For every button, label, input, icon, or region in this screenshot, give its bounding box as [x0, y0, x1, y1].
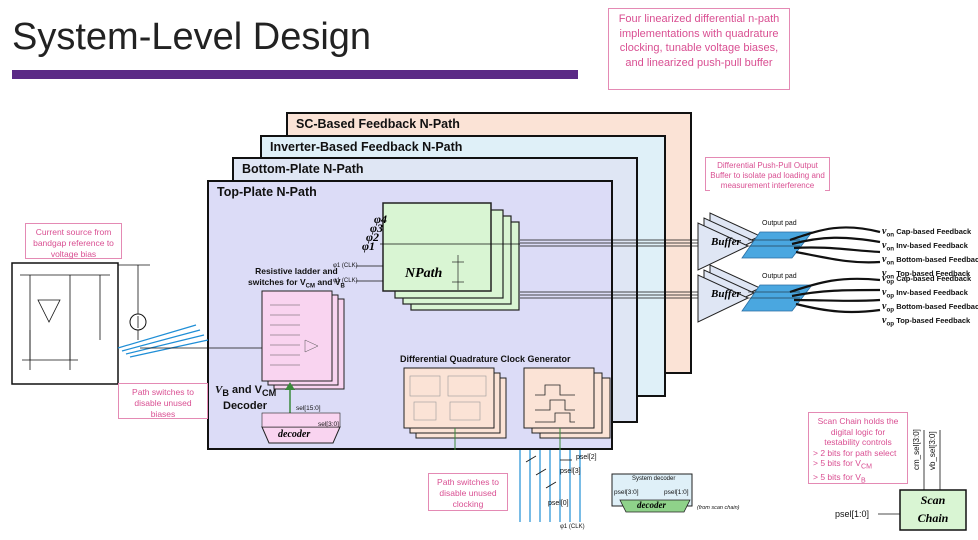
- summary-callout: Four linearized differential n-path impl…: [608, 8, 790, 90]
- ladder-label: Resistive ladder and switches for VCM an…: [248, 266, 345, 293]
- cm-sel-label: cm_sel[3:0]: [912, 429, 921, 470]
- phi-labels: φ4 φ3 φ2 φ1: [362, 212, 396, 253]
- bias-switch-callout: Path switches to disable unused biases: [118, 383, 208, 419]
- from-scan-chain: (from scan chain): [697, 505, 740, 511]
- psel10-decoder-label: psel[1:0]: [664, 489, 689, 496]
- buffer-p-label: Buffer: [711, 288, 741, 300]
- output-buffer-callout: Differential Push-Pull Output Buffer to …: [705, 157, 830, 191]
- scan-chain-block: Scan Chain: [900, 491, 966, 527]
- output-on-cap: von Cap-based Feedback: [882, 226, 972, 239]
- output-buffer-callout-text: Differential Push-Pull Output Buffer to …: [710, 161, 825, 191]
- panel-sc-feedback-title: SC-Based Feedback N-Path: [296, 117, 460, 131]
- phi2-label: φ2: [366, 230, 380, 244]
- phi3-label: φ3: [370, 221, 384, 235]
- psel0-label: psel[0]: [548, 500, 569, 507]
- output-op-inv: vop Inv-based Feedback: [882, 287, 968, 300]
- bias-decoder-label-line2: Decoder: [223, 400, 268, 413]
- output-op-cap: vop Cap-based Feedback: [882, 273, 972, 286]
- phi-clk-input: φ1 (CLK): [333, 263, 358, 269]
- scan-item-1: > 2 bits for path select: [813, 447, 897, 458]
- phi4-label: φ4: [374, 212, 388, 226]
- psel30-label: psel[3:0]: [614, 489, 639, 496]
- scan-chain-line2: Chain: [917, 511, 949, 525]
- buffer-n-label: Buffer: [711, 236, 741, 248]
- panel-bottom-plate-title: Bottom-Plate N-Path: [242, 162, 364, 176]
- output-op-bottom: vop Bottom-based Feedback: [882, 301, 978, 314]
- output-on-inv: von Inv-based Feedback: [882, 240, 968, 253]
- phi1-clk-bottom: φ1 (CLK): [560, 524, 585, 530]
- outputs-p-list: vop Cap-based Feedback vop Inv-based Fee…: [882, 273, 978, 330]
- clock-switch-callout: Path switches to disable unused clocking: [428, 473, 508, 511]
- system-decoder-label: System decoder: [632, 476, 676, 482]
- phi1-label: φ1: [362, 239, 376, 253]
- outputs-n-list: von Cap-based Feedback von Inv-based Fee…: [882, 226, 978, 283]
- ladder-label-line2: switches for VCM and VB: [248, 277, 345, 290]
- scan-item-2: > 5 bits for VCM: [813, 458, 872, 471]
- clockgen-label: Differential Quadrature Clock Generator: [400, 354, 571, 364]
- scan-chain-callout: Scan Chain holds the digital logic for t…: [808, 412, 908, 485]
- output-pad-n-label: Output pad: [762, 220, 797, 227]
- bias-decoder-block: decoder: [278, 429, 311, 440]
- current-source-callout: Current source from bandgap reference to…: [25, 223, 122, 259]
- psel3-label: psel[3]: [560, 468, 581, 475]
- npath-label: NPath: [405, 266, 443, 281]
- panel-top-plate-title: Top-Plate N-Path: [217, 185, 317, 199]
- vb-sel-label: vb_sel[3:0]: [928, 431, 937, 470]
- psel-input-label: psel[1:0]: [835, 509, 870, 519]
- vcm-sel-bits: sel[15:0]: [296, 405, 321, 412]
- bias-decoder-label: VB and VCM Decoder: [215, 384, 276, 413]
- panel-inverter-feedback-title: Inverter-Based Feedback N-Path: [270, 140, 463, 154]
- vcm-sel3: sel[3:0]: [318, 421, 339, 428]
- ladder-label-line1: Resistive ladder and: [255, 266, 338, 276]
- scan-chain-line1: Scan: [920, 493, 946, 507]
- output-on-top: von Top-based Feedback: [882, 268, 971, 281]
- page-title: System-Level Design: [12, 16, 372, 58]
- psel2-label: psel[2]: [576, 454, 597, 461]
- output-pad-p-label: Output pad: [762, 273, 797, 280]
- phi-clkbar-input: φ1 (CLK): [333, 278, 358, 284]
- scan-chain-callout-text: Scan Chain holds the digital logic for t…: [817, 416, 899, 447]
- system-decoder-block: decoder: [637, 500, 666, 510]
- title-underline: [12, 70, 578, 79]
- output-on-bottom: von Bottom-based Feedback: [882, 254, 978, 267]
- scan-item-3: > 5 bits for VB: [813, 472, 866, 485]
- bias-decoder-label-line1: VB and VCM: [215, 384, 277, 399]
- output-op-top: vop Top-based Feedback: [882, 315, 971, 328]
